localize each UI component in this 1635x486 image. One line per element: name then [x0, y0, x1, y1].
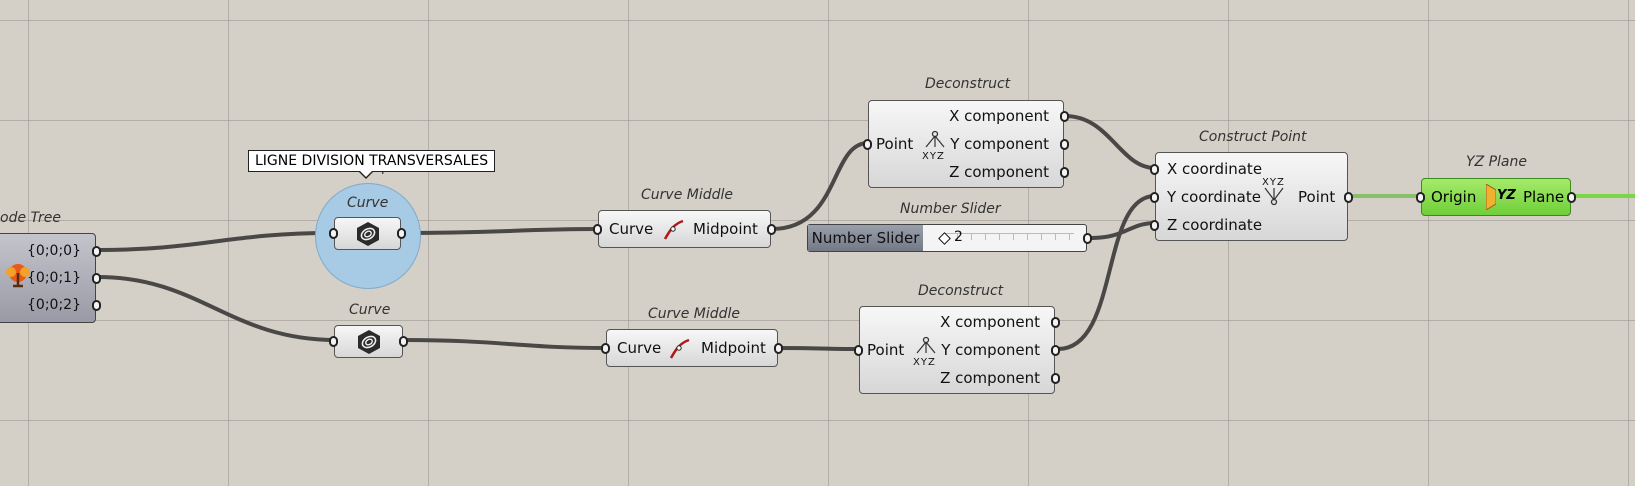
node-tree-title: ode Tree — [0, 210, 61, 226]
wire-middle1-to-decon1 — [770, 141, 870, 231]
yz-plane-input-label: Origin — [1431, 188, 1477, 206]
branch-0-0-2: {0;0;2} — [27, 297, 81, 313]
wire-middle2-to-decon2 — [777, 346, 861, 351]
deconstruct-1-icon-text: XYZ — [922, 151, 945, 162]
deconstruct-1-x-output[interactable] — [1060, 111, 1069, 122]
wire-curve1-to-middle1 — [400, 227, 600, 235]
deconstruct-2-z-label: Z component — [940, 369, 1040, 387]
branch-0-0-0: {0;0;0} — [27, 243, 81, 259]
wire-slider-to-cpz — [1090, 221, 1157, 240]
yz-plane-output-label: Plane — [1523, 188, 1565, 206]
branch-0-0-1: {0;0;1} — [27, 270, 81, 286]
yz-plane-icon-text: YZ — [1497, 188, 1516, 203]
curve-param-icon — [357, 222, 379, 246]
deconstruct-1-z-label: Z component — [949, 163, 1049, 181]
curve-param-2[interactable] — [329, 325, 408, 358]
curve-middle-2-curve-input[interactable] — [601, 343, 610, 354]
branch-0-0-0-output[interactable] — [92, 246, 101, 257]
construct-point-x-input[interactable] — [1150, 164, 1159, 175]
curve-middle-1-midpoint-output[interactable] — [767, 224, 776, 235]
deconstruct-1-z-output[interactable] — [1060, 167, 1069, 178]
deconstruct-2-y-label: Y component — [941, 341, 1040, 359]
curve-middle-1-title: Curve Middle — [641, 187, 733, 203]
curve-param-1-title: Curve — [347, 195, 389, 211]
number-slider-value: 2 — [954, 229, 963, 245]
deconstruct-2-y-output[interactable] — [1051, 345, 1060, 356]
curve-middle-icon — [663, 219, 684, 240]
scribble-pointer-fill — [359, 170, 373, 177]
deconstruct-1[interactable]: Point XYZ X component Y component Z comp… — [863, 100, 1069, 188]
tree-icon — [6, 264, 30, 288]
yz-plane-plane-output[interactable] — [1567, 192, 1576, 203]
deconstruct-xyz-icon — [916, 336, 936, 354]
wire-decon1x-to-cpx — [1063, 114, 1157, 170]
construct-point-y-input[interactable] — [1150, 192, 1159, 203]
deconstruct-1-input-label: Point — [876, 135, 914, 153]
number-slider[interactable]: Number Slider 2 — [807, 224, 1092, 252]
curve-middle-2-title: Curve Middle — [648, 306, 740, 322]
curve-param-2-title: Curve — [349, 302, 391, 318]
construct-point-z-label: Z coordinate — [1167, 216, 1263, 234]
construct-point-x-label: X coordinate — [1167, 160, 1263, 178]
branch-0-0-2-output[interactable] — [92, 300, 101, 311]
construct-point-title: Construct Point — [1199, 129, 1307, 145]
deconstruct-2-x-label: X component — [940, 313, 1040, 331]
curve-middle-icon — [669, 338, 690, 359]
curve-middle-1-curve-input[interactable] — [593, 224, 602, 235]
curve-middle-2-input-label: Curve — [617, 339, 662, 357]
deconstruct-1-point-input[interactable] — [863, 139, 872, 150]
curve-param-2-output[interactable] — [399, 336, 408, 347]
curve-param-1-output[interactable] — [397, 228, 406, 239]
deconstruct-1-x-label: X component — [949, 107, 1049, 125]
curve-middle-2-output-label: Midpoint — [701, 339, 766, 357]
construct-point-icon-text: XYZ — [1262, 177, 1285, 188]
wire-tree-to-curve1 — [96, 231, 333, 252]
curve-param-1[interactable] — [329, 217, 406, 250]
scribble-note[interactable]: LIGNE DIVISION TRANSVERSALES — [248, 150, 496, 172]
node-tree-component[interactable]: {0;0;0} {0;0;1} {0;0;2} — [0, 233, 101, 323]
wire-curve2-to-middle2 — [402, 338, 608, 350]
curve-middle-1[interactable]: Curve Midpoint — [593, 210, 776, 248]
curve-middle-2-midpoint-output[interactable] — [774, 343, 783, 354]
deconstruct-2[interactable]: Point XYZ X component Y component Z comp… — [854, 306, 1060, 394]
construct-point[interactable]: X coordinate Y coordinate Z coordinate X… — [1150, 152, 1353, 241]
deconstruct-xyz-icon — [925, 130, 945, 148]
curve-param-icon — [358, 330, 380, 354]
deconstruct-2-z-output[interactable] — [1051, 373, 1060, 384]
wire-decon2y-to-cpy — [1056, 194, 1157, 351]
number-slider-label: Number Slider — [808, 225, 923, 251]
deconstruct-2-point-input[interactable] — [854, 345, 863, 356]
curve-middle-2[interactable]: Curve Midpoint — [601, 329, 783, 367]
number-slider-title: Number Slider — [900, 201, 1001, 217]
construct-point-output-label: Point — [1298, 188, 1336, 206]
deconstruct-2-input-label: Point — [867, 341, 905, 359]
number-slider-track[interactable] — [943, 233, 1074, 240]
curve-param-1-input[interactable] — [329, 228, 338, 239]
deconstruct-2-title: Deconstruct — [918, 283, 1004, 299]
yz-plane-title: YZ Plane — [1466, 154, 1527, 170]
construct-point-z-input[interactable] — [1150, 220, 1159, 231]
deconstruct-1-title: Deconstruct — [925, 76, 1011, 92]
deconstruct-2-x-output[interactable] — [1051, 317, 1060, 328]
construct-point-output[interactable] — [1344, 192, 1353, 203]
yz-plane[interactable]: Origin YZ Plane — [1416, 178, 1576, 216]
wire-tree-to-curve2 — [96, 275, 338, 342]
deconstruct-1-y-label: Y component — [950, 135, 1049, 153]
curve-middle-1-input-label: Curve — [609, 220, 654, 238]
construct-point-y-label: Y coordinate — [1167, 188, 1261, 206]
deconstruct-2-icon-text: XYZ — [913, 357, 936, 368]
deconstruct-1-y-output[interactable] — [1060, 139, 1069, 150]
number-slider-output[interactable] — [1083, 233, 1092, 244]
construct-xyz-icon — [1264, 187, 1284, 206]
curve-middle-1-output-label: Midpoint — [693, 220, 758, 238]
branch-0-0-1-output[interactable] — [92, 273, 101, 284]
plane-icon — [1486, 184, 1496, 210]
yz-plane-origin-input[interactable] — [1416, 192, 1425, 203]
curve-param-2-input[interactable] — [329, 336, 338, 347]
